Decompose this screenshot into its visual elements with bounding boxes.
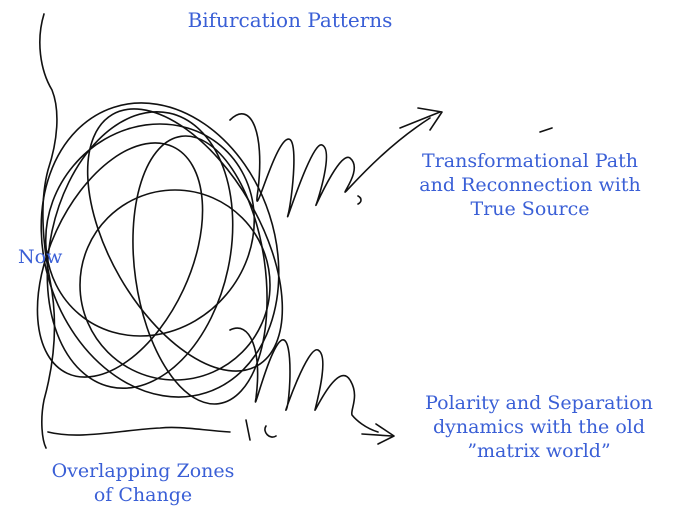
diagram-title: Bifurcation Patterns: [187, 8, 393, 32]
upper-path-line-2: and Reconnection with: [419, 173, 641, 196]
loop-stroke: [36, 142, 204, 378]
baseline-stroke: [47, 419, 277, 441]
upper-path-line-3: True Source: [470, 197, 590, 220]
upper-path-label: Transformational Path and Reconnection w…: [380, 150, 680, 221]
loop-stroke: [40, 102, 280, 398]
upper-path-line-1: Transformational Path: [422, 150, 638, 172]
lower-arrow-icon: [361, 423, 395, 445]
upper-spiral-stroke: [229, 113, 431, 218]
zones-line-1: Overlapping Zones: [51, 460, 235, 482]
loop-stroke: [46, 110, 234, 390]
tick-stroke: [539, 127, 553, 133]
lower-path-label: Polarity and Separation dynamics with th…: [395, 392, 683, 463]
lower-path-line-2: dynamics with the old: [432, 415, 646, 438]
zones-label: Overlapping Zones of Change: [18, 460, 268, 508]
upper-arrow-icon: [399, 107, 443, 131]
timeline-stroke: [39, 13, 58, 449]
lower-spiral-stroke: [229, 327, 379, 433]
loop-stroke: [132, 135, 268, 405]
loop-stroke: [86, 108, 284, 372]
zones-line-2: of Change: [93, 483, 193, 506]
lower-path-line-3: ”matrix world”: [467, 439, 611, 462]
loop-stroke: [79, 189, 271, 381]
tick-stroke: [357, 195, 362, 205]
lower-path-line-1: Polarity and Separation: [425, 392, 653, 414]
loop-stroke: [44, 123, 256, 337]
now-label: Now: [18, 246, 63, 268]
